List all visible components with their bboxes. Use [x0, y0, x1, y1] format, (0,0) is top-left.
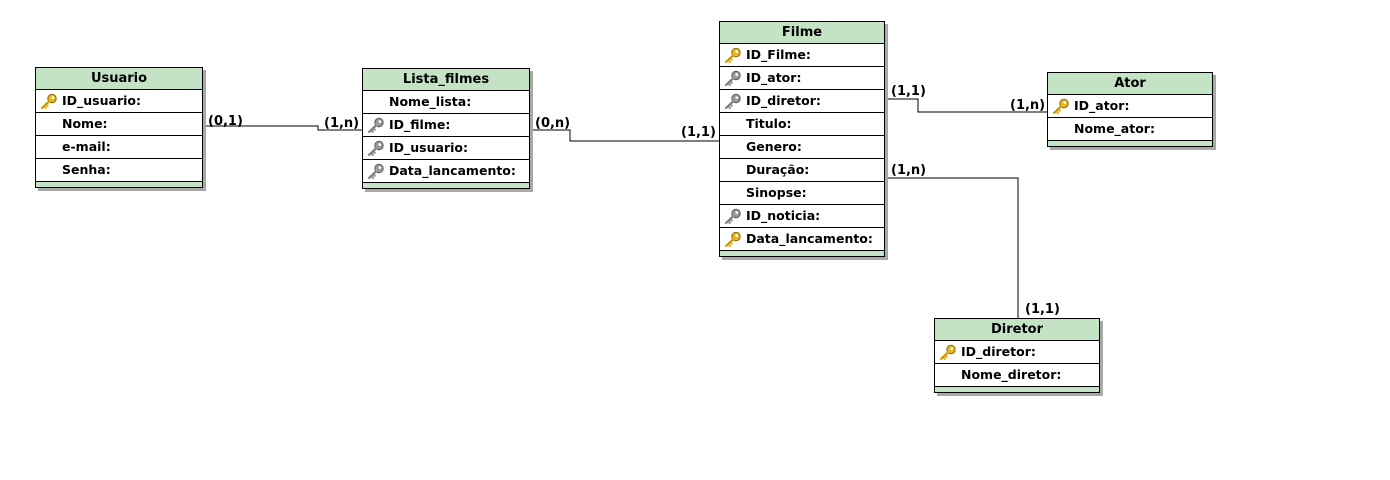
entity-fields: ID_ator: Nome_ator: — [1048, 95, 1212, 141]
entity-field[interactable]: Nome_ator: — [1048, 118, 1212, 141]
cardinality-ator: (1,n) — [1010, 98, 1046, 113]
field-label: Nome_diretor: — [961, 367, 1062, 382]
entity-field[interactable]: ID_diretor: — [720, 90, 884, 113]
field-label: Senha: — [62, 162, 111, 177]
entity-field[interactable]: ID_usuario: — [363, 137, 529, 160]
entity-field[interactable]: Nome_lista: — [363, 91, 529, 114]
entity-fields: ID_diretor: Nome_diretor: — [935, 341, 1099, 387]
entity-usuario[interactable]: Usuario ID_usuario: Nome: e-mail: Senha: — [35, 67, 203, 188]
entity-field[interactable]: ID_noticia: — [720, 205, 884, 228]
entity-field[interactable]: Senha: — [36, 159, 202, 182]
entity-field[interactable]: Nome: — [36, 113, 202, 136]
entity-fields: ID_usuario: Nome: e-mail: Senha: — [36, 90, 202, 182]
foreign-key-icon — [367, 163, 385, 180]
field-label: ID_usuario: — [389, 140, 468, 155]
entity-fields: ID_Filme: ID_ator: ID_diretor: Titulo: Gener… — [720, 44, 884, 251]
cardinality-diretor: (1,1) — [1025, 302, 1060, 317]
entity-field[interactable]: ID_filme: — [363, 114, 529, 137]
entity-field[interactable]: Genero: — [720, 136, 884, 159]
usuario-lista-line — [202, 125, 362, 131]
entity-field[interactable]: ID_ator: — [720, 67, 884, 90]
entity-field[interactable]: Data_lancamento: — [363, 160, 529, 183]
entity-fields: Nome_lista: ID_filme: ID_usuario: Data_lanc… — [363, 91, 529, 183]
entity-field[interactable]: Duração: — [720, 159, 884, 182]
primary-key-icon — [939, 344, 957, 361]
entity-lista-filmes[interactable]: Lista_filmes Nome_lista: ID_filme: ID_usua… — [362, 68, 530, 189]
field-label: Nome_lista: — [389, 94, 472, 109]
field-label: Duração: — [746, 162, 810, 177]
field-label: ID_Filme: — [746, 47, 811, 62]
filme-diretor-line — [884, 177, 1019, 318]
primary-key-icon — [40, 93, 58, 110]
entity-footer — [1048, 141, 1212, 146]
entity-title: Diretor — [935, 319, 1099, 341]
field-label: Nome: — [62, 116, 108, 131]
cardinality-filme-ator: (1,1) — [891, 84, 926, 99]
foreign-key-icon — [367, 140, 385, 157]
primary-key-icon — [724, 47, 742, 64]
entity-filme[interactable]: Filme ID_Filme: ID_ator: ID_diretor: Titulo… — [719, 21, 885, 257]
field-label: ID_noticia: — [746, 208, 821, 223]
entity-title: Filme — [720, 22, 884, 44]
entity-field[interactable]: ID_diretor: — [935, 341, 1099, 364]
lista-filme-line — [529, 129, 719, 142]
field-label: ID_diretor: — [746, 93, 821, 108]
field-label: Nome_ator: — [1074, 121, 1155, 136]
entity-footer — [935, 387, 1099, 392]
entity-title: Ator — [1048, 73, 1212, 95]
foreign-key-icon — [724, 70, 742, 87]
field-label: Data_lancamento: — [389, 163, 516, 178]
entity-field[interactable]: ID_ator: — [1048, 95, 1212, 118]
entity-footer — [363, 183, 529, 188]
entity-field[interactable]: e-mail: — [36, 136, 202, 159]
field-label: ID_diretor: — [961, 344, 1036, 359]
cardinality-filme-lista: (1,1) — [681, 125, 716, 140]
field-label: Data_lancamento: — [746, 231, 873, 246]
entity-field[interactable]: ID_usuario: — [36, 90, 202, 113]
entity-title: Lista_filmes — [363, 69, 529, 91]
primary-key-icon — [724, 231, 742, 248]
entity-diretor[interactable]: Diretor ID_diretor: Nome_diretor: — [934, 318, 1100, 393]
primary-key-icon — [1052, 98, 1070, 115]
cardinality-usuario: (0,1) — [208, 114, 243, 129]
foreign-key-icon — [724, 208, 742, 225]
cardinality-lista-usuario: (1,n) — [324, 116, 360, 131]
field-label: e-mail: — [62, 139, 111, 154]
field-label: Genero: — [746, 139, 802, 154]
field-label: ID_filme: — [389, 117, 451, 132]
field-label: ID_ator: — [1074, 98, 1130, 113]
entity-field[interactable]: Titulo: — [720, 113, 884, 136]
field-label: ID_ator: — [746, 70, 802, 85]
cardinality-lista-filme: (0,n) — [535, 116, 571, 131]
field-label: Sinopse: — [746, 185, 807, 200]
entity-footer — [36, 182, 202, 187]
field-label: ID_usuario: — [62, 93, 141, 108]
entity-field[interactable]: Nome_diretor: — [935, 364, 1099, 387]
entity-ator[interactable]: Ator ID_ator: Nome_ator: — [1047, 72, 1213, 147]
entity-title: Usuario — [36, 68, 202, 90]
entity-field[interactable]: Sinopse: — [720, 182, 884, 205]
filme-ator-line — [884, 98, 1047, 113]
entity-field[interactable]: Data_lancamento: — [720, 228, 884, 251]
entity-footer — [720, 251, 884, 256]
entity-field[interactable]: ID_Filme: — [720, 44, 884, 67]
cardinality-filme-diretor: (1,n) — [891, 163, 927, 178]
foreign-key-icon — [724, 93, 742, 110]
field-label: Titulo: — [746, 116, 792, 131]
foreign-key-icon — [367, 117, 385, 134]
